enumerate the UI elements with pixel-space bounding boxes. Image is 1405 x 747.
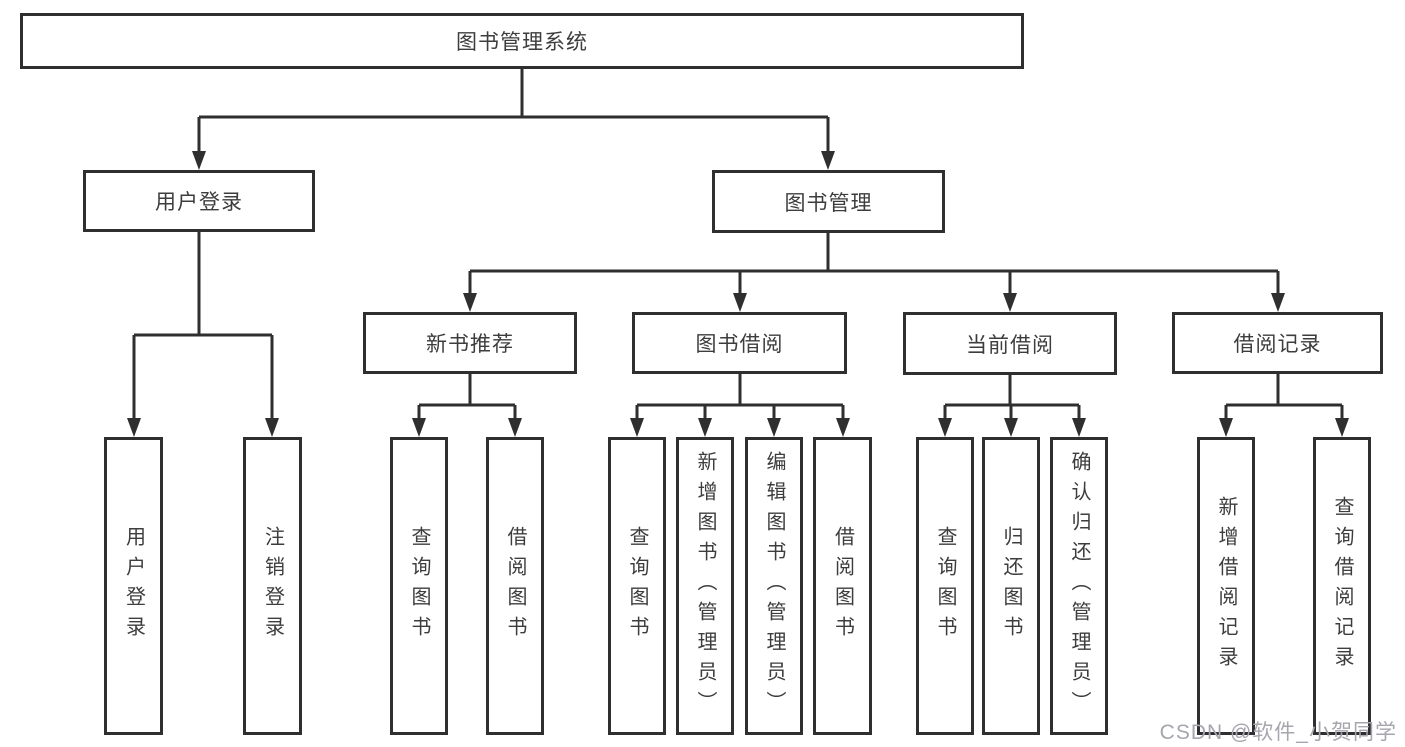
leaf-borrow-books: 借阅图书 <box>813 437 872 735</box>
node-current-borrowing: 当前借阅 <box>903 312 1117 375</box>
arrow-down-icon <box>1004 418 1018 437</box>
leaf-return-books: 归还图书 <box>982 437 1040 735</box>
arrow-down-icon <box>192 151 206 170</box>
fork-book-borrowing <box>635 374 845 420</box>
node-new-book-recommend: 新书推荐 <box>363 312 577 374</box>
node-borrowing-records: 借阅记录 <box>1172 312 1383 374</box>
arrow-down-icon <box>1219 418 1233 437</box>
watermark: CSDN @软件_小贺同学 <box>1159 721 1397 744</box>
leaf-query-books-recommend: 查询图书 <box>390 437 448 735</box>
fork-new-book <box>417 374 517 420</box>
arrow-down-icon <box>1335 418 1349 437</box>
fork-root <box>197 69 830 153</box>
arrow-down-icon <box>265 418 279 437</box>
leaf-query-books-current: 查询图书 <box>916 437 974 735</box>
fork-borrowing-records <box>1224 374 1344 420</box>
leaf-edit-books-admin: 编辑图书（管理员） <box>745 437 803 735</box>
leaf-query-borrow-record: 查询借阅记录 <box>1313 437 1371 735</box>
arrow-down-icon <box>412 418 426 437</box>
arrow-down-icon <box>836 418 850 437</box>
leaf-confirm-return-admin: 确认归还（管理员） <box>1050 437 1108 735</box>
leaf-query-books-borrow: 查询图书 <box>608 437 666 735</box>
arrow-down-icon <box>1003 293 1017 312</box>
arrow-down-icon <box>127 418 141 437</box>
fork-book-management <box>468 233 1280 295</box>
node-user-login: 用户登录 <box>83 170 315 232</box>
arrow-down-icon <box>1271 293 1285 312</box>
arrow-down-icon <box>508 418 522 437</box>
leaf-user-login: 用户登录 <box>104 437 163 735</box>
leaf-add-borrow-record: 新增借阅记录 <box>1197 437 1255 735</box>
fork-user-login <box>132 232 274 420</box>
node-root: 图书管理系统 <box>20 13 1024 69</box>
leaf-add-books-admin: 新增图书（管理员） <box>676 437 734 735</box>
node-book-management: 图书管理 <box>712 170 945 233</box>
arrow-down-icon <box>1072 418 1086 437</box>
arrow-down-icon <box>938 418 952 437</box>
node-book-borrowing: 图书借阅 <box>632 312 847 374</box>
arrow-down-icon <box>733 293 747 312</box>
arrow-down-icon <box>463 293 477 312</box>
arrow-down-icon <box>698 418 712 437</box>
arrow-down-icon <box>821 151 835 170</box>
arrow-down-icon <box>630 418 644 437</box>
fork-current-borrowing <box>943 375 1081 420</box>
leaf-borrow-books-recommend: 借阅图书 <box>486 437 544 735</box>
arrow-down-icon <box>767 418 781 437</box>
leaf-logout: 注销登录 <box>243 437 302 735</box>
